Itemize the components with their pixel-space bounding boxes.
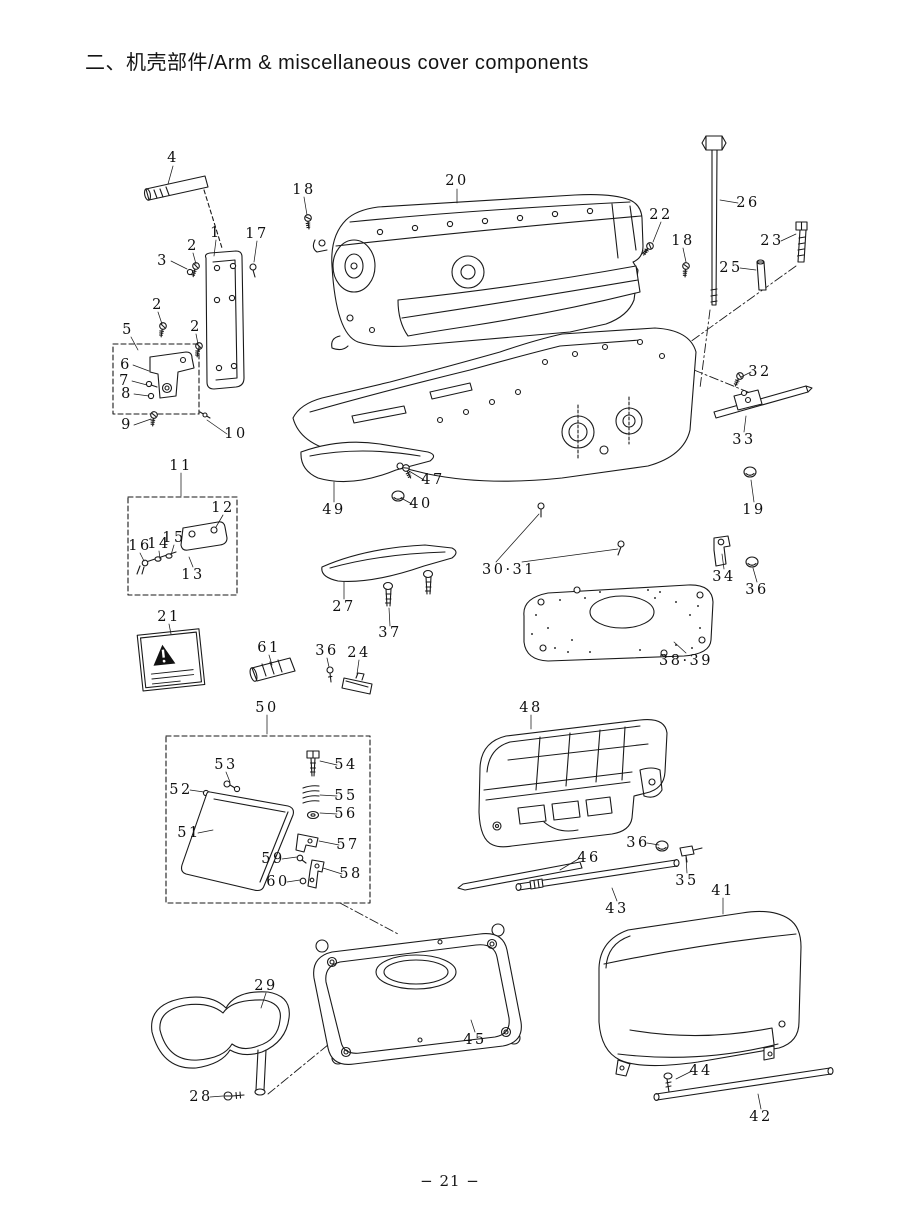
part-3-washer bbox=[186, 268, 194, 276]
part-18-screw bbox=[680, 261, 691, 278]
part-48-top-cover bbox=[478, 718, 668, 848]
part-18-screw bbox=[304, 214, 312, 230]
part-30-31-screws bbox=[537, 502, 625, 556]
part-40-dome-nut bbox=[391, 490, 405, 502]
part-32-screw bbox=[731, 370, 746, 388]
part-bed-casting bbox=[292, 327, 697, 482]
part-4-pin bbox=[143, 175, 223, 249]
part-36-dome-screw bbox=[745, 556, 759, 568]
group-box-11 bbox=[127, 496, 238, 596]
part-56-washer bbox=[306, 810, 320, 820]
part-27-plate bbox=[321, 544, 457, 582]
part-42-rod bbox=[653, 1066, 834, 1102]
group-box-5 bbox=[112, 343, 200, 415]
part-24-clip bbox=[341, 672, 373, 695]
part-36-screw bbox=[326, 666, 334, 683]
part-54-screw bbox=[306, 750, 320, 777]
part-51-plate bbox=[180, 791, 294, 892]
part-25-pin bbox=[756, 259, 767, 291]
part-34-bracket bbox=[713, 535, 731, 567]
part-49-slide-plate bbox=[300, 441, 435, 483]
part-36-dome-screw bbox=[655, 840, 669, 852]
part-37-screws bbox=[382, 569, 434, 607]
part-45-oil-pan bbox=[313, 923, 522, 1065]
part-10-pin bbox=[199, 411, 211, 419]
part-23-screw bbox=[795, 221, 808, 263]
part-21-warning-label bbox=[136, 628, 206, 692]
part-58-bracket bbox=[307, 859, 325, 889]
part-17-pin bbox=[249, 263, 257, 278]
part-28-screw bbox=[223, 1091, 245, 1101]
part-38-39-gasket bbox=[523, 584, 714, 662]
part-46-strip bbox=[457, 861, 583, 891]
part-44-screw bbox=[663, 1072, 673, 1093]
part-19-dome-screw bbox=[743, 466, 757, 478]
part-20-arm-body bbox=[312, 194, 644, 351]
part-41-belt-cover bbox=[598, 910, 802, 1077]
part-55-spring bbox=[302, 785, 320, 804]
part-26-bolt bbox=[701, 135, 727, 306]
part-29-tray bbox=[151, 991, 290, 1096]
page-title: 二、机壳部件/Arm & miscellaneous cover compone… bbox=[85, 52, 589, 74]
leader-lines bbox=[130, 165, 797, 1110]
part-61-pin bbox=[249, 657, 296, 682]
part-33-rod bbox=[713, 385, 813, 419]
group-box-50 bbox=[165, 735, 371, 904]
part-9-screw bbox=[147, 410, 159, 427]
part-43-rod bbox=[515, 858, 680, 892]
part-53-screws bbox=[223, 780, 241, 793]
part-35-block bbox=[679, 845, 703, 863]
part-57-bracket bbox=[295, 833, 319, 853]
part-59-screw bbox=[296, 854, 307, 864]
part-20-front-panel bbox=[397, 265, 641, 337]
part-60-screw bbox=[299, 877, 307, 885]
part-1-face-plate bbox=[204, 250, 245, 390]
page-number: − 21 − bbox=[420, 1172, 480, 1190]
